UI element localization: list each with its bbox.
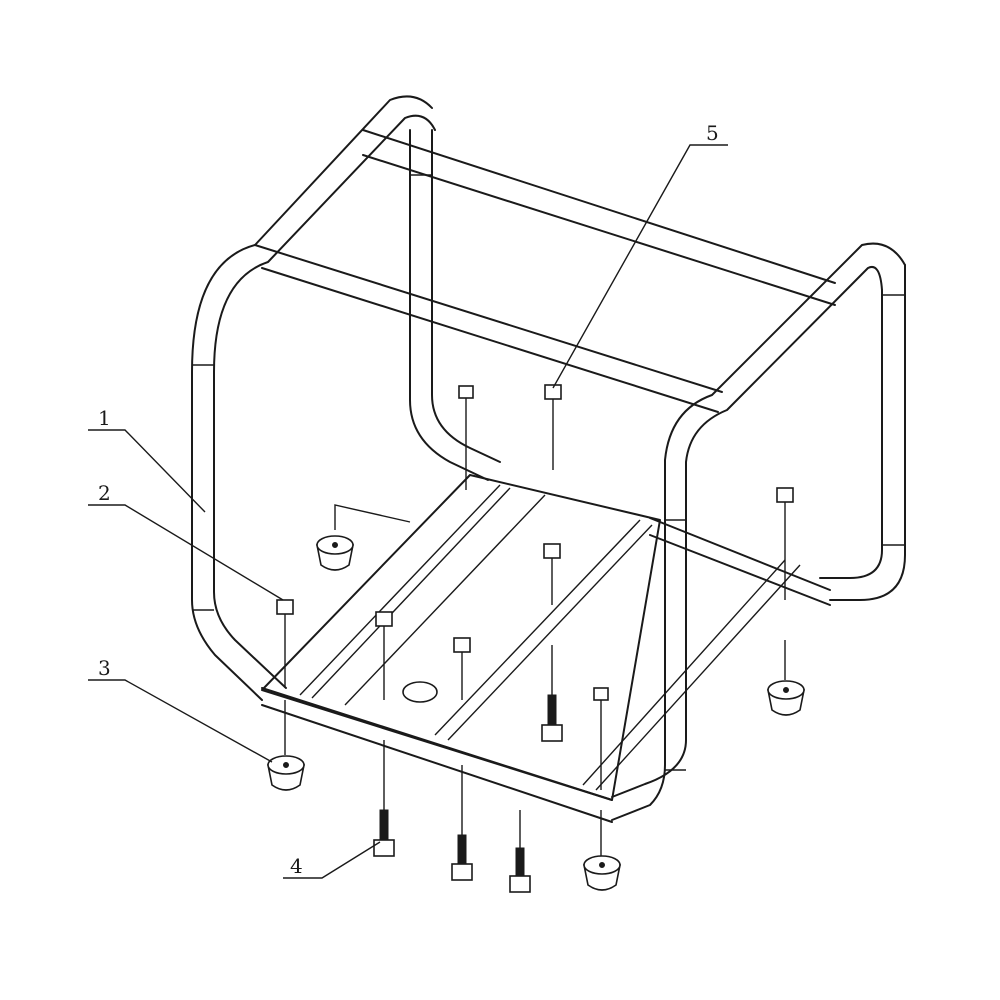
bolt-2 — [451, 765, 473, 881]
nut-far-right — [776, 487, 794, 600]
callout-3: 3 — [88, 656, 273, 763]
foot-front-right — [583, 810, 621, 891]
nut-mid-right — [543, 543, 561, 605]
callout-5: 5 — [552, 121, 728, 389]
nut-center-left — [375, 611, 393, 700]
bolt-3 — [509, 810, 531, 893]
callout-1: 1 — [88, 406, 206, 513]
foot-rear-left — [316, 504, 411, 571]
bolt-1 — [373, 740, 395, 857]
bolt-4 — [541, 645, 563, 742]
nut-center — [453, 637, 471, 700]
foot-left — [267, 700, 305, 791]
drain-hole — [402, 681, 438, 703]
callout-4: 4 — [283, 841, 381, 879]
bolts — [373, 645, 563, 893]
callout-5-label: 5 — [706, 121, 719, 145]
callout-1-label: 1 — [98, 406, 111, 430]
callout-2: 2 — [88, 481, 284, 601]
nut-left — [276, 599, 294, 688]
callout-3-label: 3 — [98, 656, 111, 680]
base-plate — [261, 474, 801, 801]
callout-2-label: 2 — [98, 481, 111, 505]
callout-4-label: 4 — [290, 854, 303, 878]
nut-front-right — [593, 687, 609, 790]
callouts: 1 2 3 4 5 — [88, 121, 728, 879]
nut-top-b — [544, 384, 562, 470]
foot-rear-right — [767, 640, 805, 716]
nut-top-a — [458, 385, 474, 490]
rubber-feet — [267, 504, 805, 891]
flange-nuts — [276, 384, 794, 790]
